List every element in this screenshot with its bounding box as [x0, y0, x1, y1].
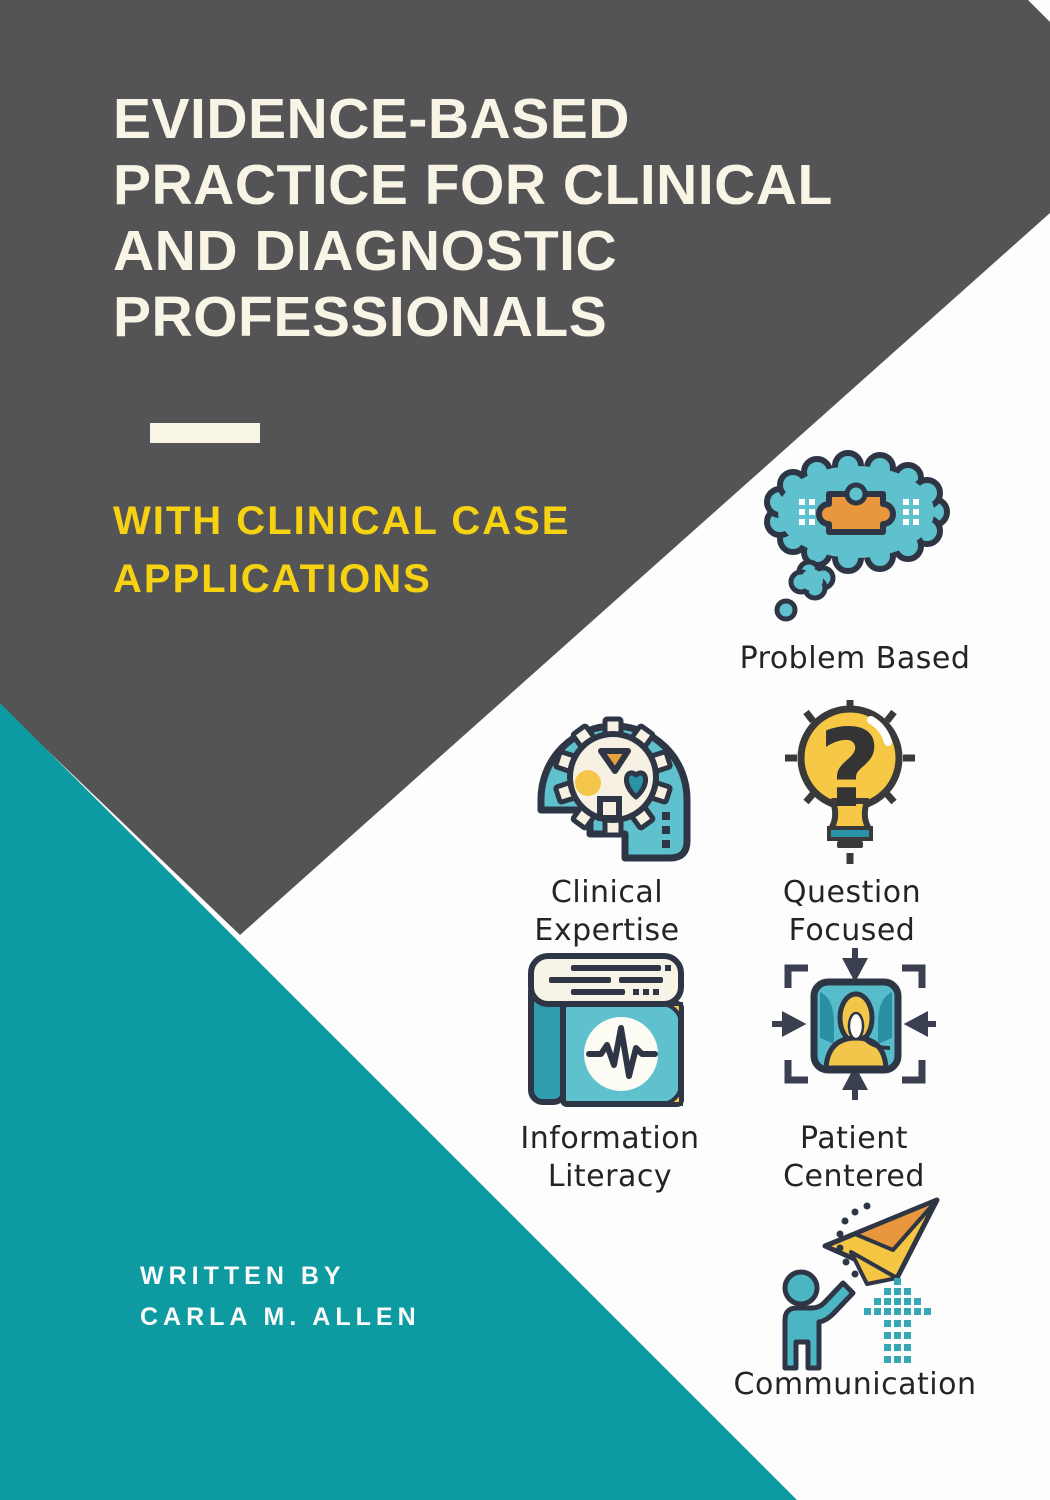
title-line-2: PRACTICE FOR CLINICAL: [113, 153, 833, 217]
bulb-band: [827, 826, 873, 841]
lightbulb-question-icon: ?: [785, 700, 915, 864]
question-focused-label: Question Focused: [782, 875, 922, 948]
heart-shape: [624, 770, 648, 800]
heartbeat-line: [586, 1025, 658, 1079]
person-figure: [782, 1269, 856, 1371]
square-shape: [597, 796, 622, 821]
book-subtitle: WITH CLINICAL CASE APPLICATIONS: [113, 492, 753, 608]
corner-accent-top: [660, 1002, 683, 1025]
bulb-gloss: [867, 716, 892, 746]
title-line-3: AND DIAGNOSTIC: [113, 219, 618, 283]
problem-based-label: Problem Based: [739, 641, 971, 676]
information-literacy-label: Information Literacy: [520, 1121, 700, 1194]
subtitle-line-1: WITH CLINICAL CASE: [113, 499, 571, 543]
pillow-left: [820, 992, 834, 1044]
triangle-shape: [598, 748, 631, 774]
dotted-up-arrow: [864, 1278, 931, 1363]
person-paper-plane-icon: [782, 1197, 940, 1371]
bulb-rays: [785, 700, 915, 864]
dotted-trail: [836, 1202, 871, 1278]
author-block: WRITTEN BY CARLA M. ALLEN: [140, 1256, 620, 1338]
author-name: CARLA M. ALLEN: [140, 1303, 421, 1331]
neck-dots: [662, 812, 670, 848]
bubble-tail-dot: [774, 598, 798, 622]
clinical-expertise-label: Clinical Expertise: [534, 875, 680, 948]
patient-frame-icon: [772, 948, 936, 1100]
gear: [553, 716, 673, 838]
title-divider-bar: [150, 423, 260, 443]
paper-plane: [822, 1197, 940, 1286]
byline-label: WRITTEN BY: [140, 1262, 346, 1290]
medical-book-icon: [528, 953, 684, 1107]
question-mark-glyph: ?: [819, 707, 882, 832]
bubble-dot-pattern: [799, 499, 919, 525]
patient-torso: [823, 1035, 889, 1071]
circle-shape: [575, 770, 601, 796]
bulb-base: [837, 841, 863, 848]
subtitle-line-2: APPLICATIONS: [113, 557, 432, 601]
communication-label: Communication: [733, 1367, 977, 1402]
corner-brackets: [784, 964, 926, 1084]
title-line-1: EVIDENCE-BASED: [113, 87, 630, 151]
title-line-4: PROFESSIONALS: [113, 285, 608, 349]
patient-centered-label: Patient Centered: [783, 1121, 925, 1194]
thought-bubble-puzzle-icon: [764, 450, 950, 622]
puzzle-piece: [816, 491, 896, 535]
patient-face: [847, 1011, 865, 1041]
pillow-right: [878, 992, 892, 1044]
corner-accent-bottom: [660, 1083, 683, 1106]
head-gear-icon: [537, 716, 691, 862]
inward-arrows: [772, 948, 936, 1100]
book-title: EVIDENCE-BASED PRACTICE FOR CLINICAL AND…: [113, 86, 993, 350]
page-text-lines: [549, 965, 671, 995]
patient-tube: [860, 1034, 891, 1050]
